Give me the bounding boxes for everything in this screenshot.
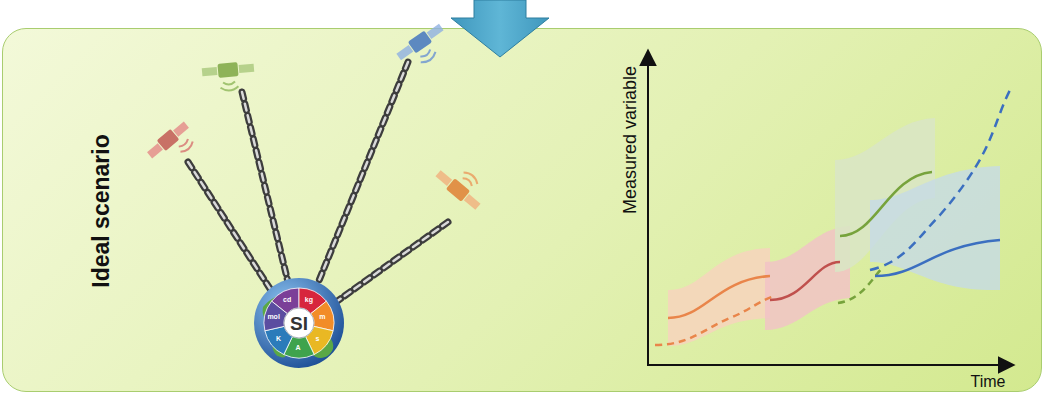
unit-symbol: mol: [267, 313, 279, 320]
unit-symbol: cd: [283, 296, 291, 303]
unit-symbol: m: [319, 313, 325, 320]
unit-symbol: kg: [305, 296, 313, 303]
panel-title: Ideal scenario: [90, 134, 113, 287]
unit-symbol: A: [295, 344, 300, 351]
axis-label: Measured variable: [621, 66, 639, 214]
unit-symbol: s: [316, 334, 320, 341]
unit-symbol: K: [276, 334, 281, 341]
axis-label: Time: [971, 374, 1006, 390]
si-globe: SI: [253, 277, 345, 369]
globe-label: SI: [290, 314, 308, 333]
